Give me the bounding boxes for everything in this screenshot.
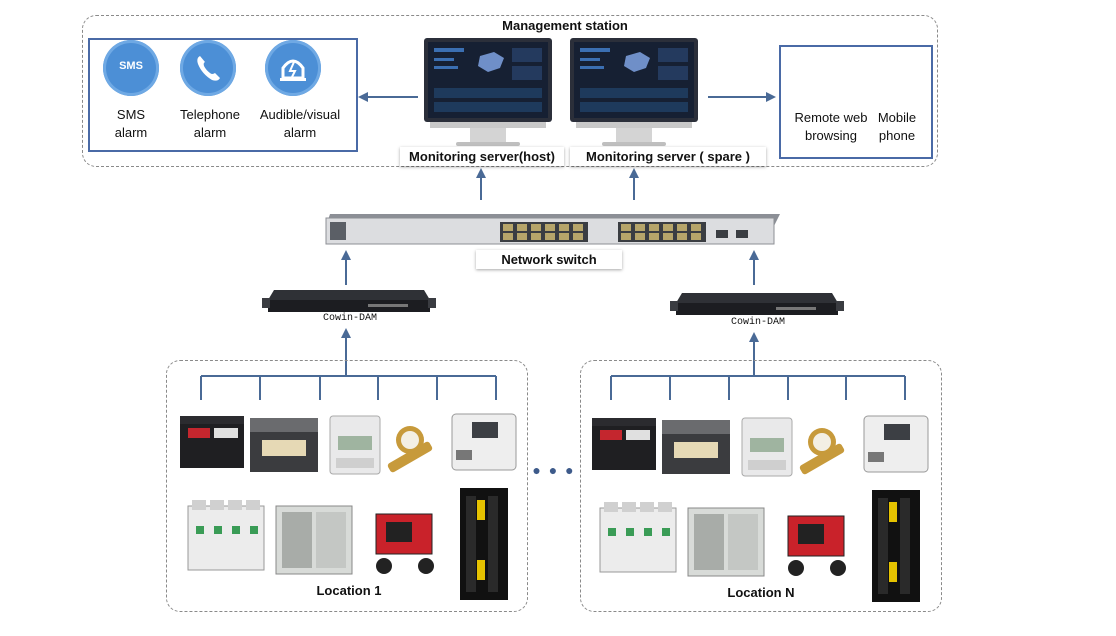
mobile-phone-line1: Mobile bbox=[877, 110, 917, 125]
phone-handset-glyph bbox=[197, 56, 220, 81]
more-locations-ellipsis: ● ● ● bbox=[532, 462, 576, 478]
water-meter-icon bbox=[799, 428, 845, 475]
control-cabinet-icon bbox=[275, 505, 353, 575]
telephone-alarm-line1: Telephone bbox=[180, 107, 240, 122]
energy-meter-icon bbox=[329, 415, 381, 475]
sms-icon: SMS bbox=[103, 40, 159, 96]
network-switch-icon bbox=[325, 214, 780, 245]
audible-alarm-label: Audible/visual alarm bbox=[250, 106, 350, 142]
control-cabinet-icon bbox=[687, 507, 765, 577]
location1-container bbox=[166, 360, 528, 612]
alarm-light-icon bbox=[265, 40, 321, 96]
sms-alarm-label: SMS alarm bbox=[96, 106, 166, 142]
pdu-rack-icon bbox=[460, 488, 508, 600]
phone-icon bbox=[180, 40, 236, 96]
dam-device-1-icon bbox=[262, 290, 436, 312]
generator-icon bbox=[375, 513, 434, 574]
dam-1-label: Cowin-DAM bbox=[322, 313, 377, 324]
monitor-host-icon bbox=[424, 38, 552, 146]
monitoring-server-host-label: Monitoring server(host) bbox=[400, 147, 564, 166]
management-station-title: Management station bbox=[488, 18, 642, 33]
monitoring-server-spare-label: Monitoring server ( spare ) bbox=[570, 147, 766, 166]
mobile-phone-label: Mobile phone bbox=[866, 109, 928, 145]
battery-icon bbox=[592, 418, 656, 470]
locationN-devices bbox=[592, 415, 929, 602]
generator-icon bbox=[787, 515, 846, 576]
location-N-label: Location N bbox=[718, 585, 804, 600]
mobile-phone-line2: phone bbox=[878, 128, 916, 143]
car-battery-icon bbox=[250, 418, 318, 472]
remote-web-line1: Remote web bbox=[794, 110, 868, 125]
management-station-container bbox=[82, 15, 938, 167]
sms-alarm-line1: SMS bbox=[116, 107, 146, 122]
audible-alarm-line1: Audible/visual bbox=[259, 107, 341, 122]
surge-protector-icon bbox=[599, 502, 677, 573]
remote-web-line2: browsing bbox=[804, 128, 858, 143]
car-battery-icon bbox=[662, 420, 730, 474]
energy-meter-icon bbox=[741, 417, 793, 477]
location-1-label: Location 1 bbox=[306, 583, 392, 598]
water-meter-icon bbox=[387, 426, 433, 473]
location1-devices bbox=[180, 413, 517, 600]
location1-bus bbox=[200, 375, 497, 400]
heat-meter-icon bbox=[863, 415, 929, 473]
remote-web-label: Remote web browsing bbox=[786, 109, 876, 145]
monitor-spare-icon bbox=[570, 38, 698, 146]
pdu-rack-icon bbox=[872, 490, 920, 602]
remote-access-box bbox=[779, 45, 933, 159]
surge-protector-icon bbox=[187, 500, 265, 571]
network-switch-label: Network switch bbox=[476, 250, 622, 269]
audible-alarm-line2: alarm bbox=[283, 125, 317, 140]
dam-N-label: Cowin-DAM bbox=[730, 317, 785, 328]
alarm-light-glyph bbox=[280, 59, 306, 81]
sms-icon-text: SMS bbox=[119, 60, 143, 72]
battery-icon bbox=[180, 416, 244, 468]
telephone-alarm-label: Telephone alarm bbox=[170, 106, 250, 142]
telephone-alarm-line2: alarm bbox=[193, 125, 227, 140]
sms-alarm-line2: alarm bbox=[114, 125, 148, 140]
locationN-container bbox=[580, 360, 942, 612]
heat-meter-icon bbox=[451, 413, 517, 471]
dam-device-N-icon bbox=[670, 293, 844, 315]
locationN-bus bbox=[610, 375, 906, 400]
